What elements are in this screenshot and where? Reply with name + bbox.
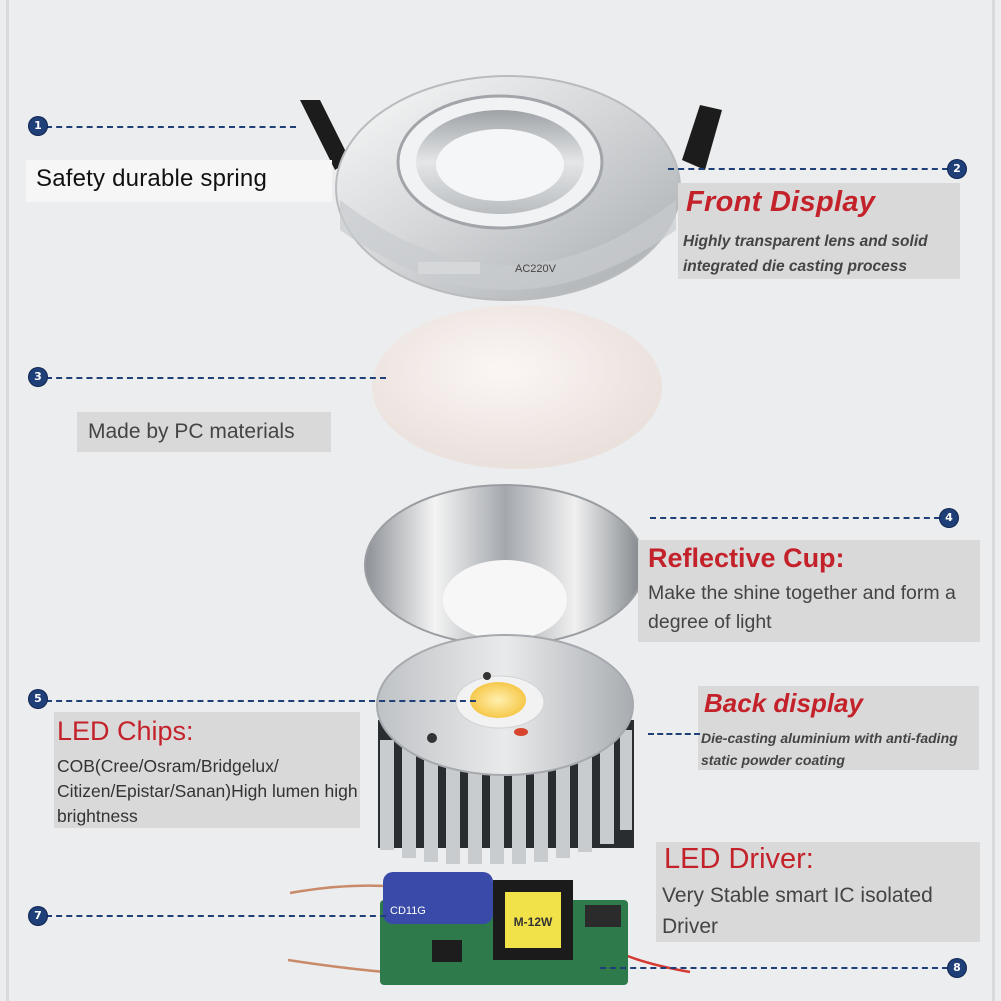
driver-ic — [432, 940, 462, 962]
callout-panel-5 — [54, 712, 360, 828]
housing-marking — [418, 262, 480, 274]
frame-right-edge — [992, 0, 995, 1001]
driver-capacitor — [383, 872, 493, 924]
frame-left-edge — [6, 0, 9, 1001]
left-spring — [300, 100, 350, 170]
driver-wire-left-top — [289, 884, 386, 895]
transformer-marking: M-12W — [514, 915, 553, 929]
leader-line-4 — [650, 517, 940, 519]
leader-line-2 — [668, 168, 948, 170]
callout-panel-back — [698, 686, 979, 770]
callout-badge-4: 4 — [940, 509, 958, 527]
led-driver-description: Very Stable smart IC isolated Driver — [662, 884, 933, 938]
callout-panel-2 — [678, 183, 960, 279]
reflective-cup-title: Reflective Cup: — [648, 543, 845, 573]
driver-component — [585, 905, 621, 927]
leader-line-7 — [46, 915, 386, 917]
cob-led-chip — [470, 682, 526, 718]
heat-sink-fins — [380, 730, 632, 864]
callout-badge-1: 1 — [29, 117, 47, 135]
housing-voltage-text: AC220V — [515, 263, 557, 275]
right-spring — [682, 105, 722, 170]
front-display-description: Highly transparent lens and solid integr… — [683, 233, 928, 275]
chip-connector — [514, 728, 528, 736]
pc-materials-label: Made by PC materials — [88, 420, 295, 443]
led-driver-group: CD11G M-12W — [287, 872, 691, 985]
callout-badge-5: 5 — [29, 690, 47, 708]
leader-line-back — [648, 733, 700, 735]
driver-wire-left-bottom — [287, 958, 386, 974]
reflective-cup-group — [364, 484, 646, 646]
spring-label: Safety durable spring — [36, 165, 268, 192]
leader-line-8 — [600, 967, 948, 969]
callout-panel-1 — [26, 160, 332, 202]
chip-screw-top — [483, 672, 491, 680]
back-display-description: Die-casting aluminium with anti-fading s… — [701, 730, 958, 768]
capacitor-marking: CD11G — [390, 905, 426, 917]
callout-panel-4 — [638, 540, 980, 642]
housing-group: AC220V — [300, 75, 722, 301]
heat-sink-group — [376, 634, 634, 864]
housing-opening — [436, 129, 564, 201]
driver-transformer-coil — [505, 892, 561, 948]
callout-badge-8: 8 — [948, 959, 966, 977]
led-chips-title: LED Chips: — [57, 716, 194, 746]
led-chips-description: COB(Cree/Osram/Bridgelux/ Citizen/Epista… — [57, 756, 358, 826]
reflective-cup-description: Make the shine together and form a degre… — [648, 582, 956, 633]
back-display-title: Back display — [704, 688, 863, 718]
callout-panel-7 — [656, 842, 980, 942]
leader-line-5 — [46, 700, 476, 702]
led-driver-title: LED Driver: — [664, 843, 814, 875]
chip-screw-left — [427, 733, 437, 743]
callout-badge-7: 7 — [29, 907, 47, 925]
pc-lens — [372, 305, 662, 469]
reflective-cup-opening — [443, 560, 567, 640]
driver-wire-right — [624, 953, 691, 974]
callout-badge-2: 2 — [948, 160, 966, 178]
front-display-title: Front Display — [686, 186, 876, 218]
callout-badge-3: 3 — [29, 368, 47, 386]
callout-panel-3 — [77, 412, 331, 452]
leader-line-1 — [46, 126, 296, 128]
leader-line-3 — [46, 377, 386, 379]
